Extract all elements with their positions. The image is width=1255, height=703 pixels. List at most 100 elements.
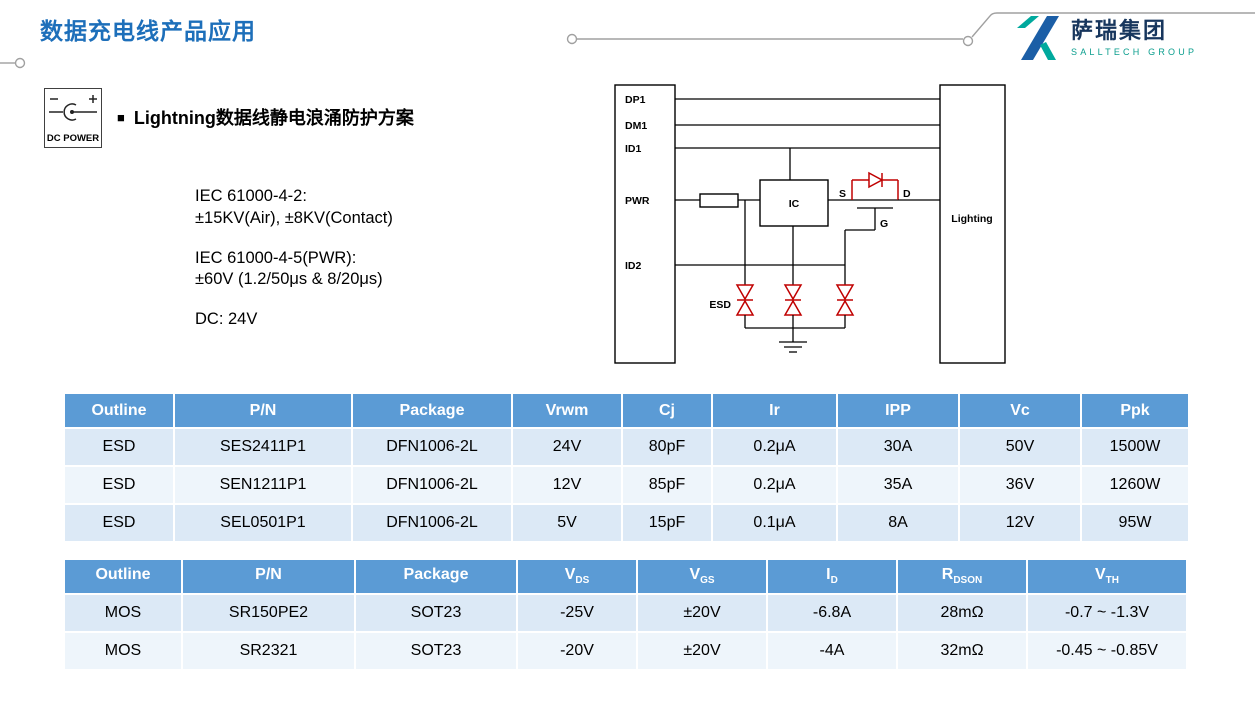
tvs-diode xyxy=(783,284,803,316)
spec-line: IEC 61000-4-5(PWR): xyxy=(195,248,357,267)
table-cell: ±20V xyxy=(638,595,766,631)
table-cell: SR150PE2 xyxy=(183,595,354,631)
table-row: MOS SR2321 SOT23 -20V ±20V -4A 32mΩ -0.4… xyxy=(65,633,1186,669)
table-cell: 35A xyxy=(838,467,958,503)
tvs-diode xyxy=(835,284,855,316)
spec-line: DC: 24V xyxy=(195,310,258,329)
column-header-ipp: IPP xyxy=(838,394,958,427)
column-header-id: ID xyxy=(768,560,896,593)
table-cell: DFN1006-2L xyxy=(353,429,511,465)
table-cell: -20V xyxy=(518,633,636,669)
mos-table: Outline P/N Package VDS VGS ID RDSON VTH… xyxy=(63,558,1188,671)
table-cell: 32mΩ xyxy=(898,633,1026,669)
page-title: 数据充电线产品应用 xyxy=(40,18,256,44)
circuit-diagram: DP1 DM1 ID1 PWR ID2 Lighting IC S xyxy=(614,84,1006,364)
load-label: Lighting xyxy=(951,213,992,225)
column-header-outline: Outline xyxy=(65,560,181,593)
table-row: MOS SR150PE2 SOT23 -25V ±20V -6.8A 28mΩ … xyxy=(65,595,1186,631)
table-cell: SEL0501P1 xyxy=(175,505,351,541)
dc-plug-icon xyxy=(49,95,97,121)
table-header-row: Outline P/N Package VDS VGS ID RDSON VTH xyxy=(65,560,1186,593)
body-diode xyxy=(868,171,884,189)
table-cell: MOS xyxy=(65,595,181,631)
logo-mark-icon xyxy=(1017,16,1059,60)
column-header-pn: P/N xyxy=(183,560,354,593)
header-decoration xyxy=(0,12,1255,69)
table-cell: DFN1006-2L xyxy=(353,505,511,541)
ground-icon xyxy=(779,341,807,353)
table-cell: SR2321 xyxy=(183,633,354,669)
logo-company-name: 萨瑞集团 xyxy=(1071,18,1168,44)
table-cell: SOT23 xyxy=(356,595,516,631)
esd-label: ESD xyxy=(709,299,731,311)
table-cell: 80pF xyxy=(623,429,711,465)
table-cell: -0.7 ~ -1.3V xyxy=(1028,595,1186,631)
tvs-diode xyxy=(735,284,755,316)
column-header-rdson: RDSON xyxy=(898,560,1026,593)
table-cell: 1500W xyxy=(1082,429,1188,465)
column-header-package: Package xyxy=(356,560,516,593)
table-cell: -6.8A xyxy=(768,595,896,631)
mosfet-source-label: S xyxy=(839,188,846,200)
table-cell: 28mΩ xyxy=(898,595,1026,631)
pin-label: DM1 xyxy=(625,120,647,132)
bullet-square-icon: ■ xyxy=(117,110,125,125)
table-cell: ESD xyxy=(65,467,173,503)
table-cell: ±20V xyxy=(638,633,766,669)
column-header-pn: P/N xyxy=(175,394,351,427)
load-block xyxy=(939,84,1006,364)
spec-line: ±15KV(Air), ±8KV(Contact) xyxy=(195,208,393,227)
table-cell: 1260W xyxy=(1082,467,1188,503)
table-header-row: Outline P/N Package Vrwm Cj Ir IPP Vc Pp… xyxy=(65,394,1188,427)
resistor xyxy=(699,193,739,208)
table-cell: 0.1μA xyxy=(713,505,836,541)
table-cell: ESD xyxy=(65,505,173,541)
column-header-cj: Cj xyxy=(623,394,711,427)
column-header-ir: Ir xyxy=(713,394,836,427)
ic-label: IC xyxy=(789,198,800,210)
table-cell: 30A xyxy=(838,429,958,465)
table-cell: 12V xyxy=(960,505,1080,541)
table-row: ESD SEN1211P1 DFN1006-2L 12V 85pF 0.2μA … xyxy=(65,467,1188,503)
logo-text: 萨瑞集团 SALLTECH GROUP xyxy=(1071,18,1197,57)
pin-label: DP1 xyxy=(625,94,646,106)
table-cell: 15pF xyxy=(623,505,711,541)
company-logo: 萨瑞集团 SALLTECH GROUP xyxy=(1012,14,1197,62)
dc-power-label: DC POWER xyxy=(46,133,100,144)
table-row: ESD SES2411P1 DFN1006-2L 24V 80pF 0.2μA … xyxy=(65,429,1188,465)
pin-label: PWR xyxy=(625,195,650,207)
table-cell: SEN1211P1 xyxy=(175,467,351,503)
esd-table: Outline P/N Package Vrwm Cj Ir IPP Vc Pp… xyxy=(63,392,1190,543)
mosfet-gate-label: G xyxy=(880,218,888,230)
connector-block xyxy=(614,84,676,364)
column-header-vgs: VGS xyxy=(638,560,766,593)
table-cell: -4A xyxy=(768,633,896,669)
table-cell: SES2411P1 xyxy=(175,429,351,465)
column-header-ppk: Ppk xyxy=(1082,394,1188,427)
table-cell: -0.45 ~ -0.85V xyxy=(1028,633,1186,669)
table-cell: 95W xyxy=(1082,505,1188,541)
decoration-circle xyxy=(962,35,974,47)
spec-line: ±60V (1.2/50μs & 8/20μs) xyxy=(195,270,383,289)
column-header-vrwm: Vrwm xyxy=(513,394,621,427)
spec-line: IEC 61000-4-2: xyxy=(195,187,307,205)
section-heading: ■ Lightning数据线静电浪涌防护方案 xyxy=(117,104,414,130)
column-header-vc: Vc xyxy=(960,394,1080,427)
dc-power-box: DC POWER xyxy=(44,88,102,148)
table-cell: 85pF xyxy=(623,467,711,503)
table-cell: MOS xyxy=(65,633,181,669)
pin-label: ID2 xyxy=(625,260,642,272)
table-cell: 5V xyxy=(513,505,621,541)
table-cell: 24V xyxy=(513,429,621,465)
ic-block xyxy=(759,179,829,227)
column-header-outline: Outline xyxy=(65,394,173,427)
section-heading-text: Lightning数据线静电浪涌防护方案 xyxy=(133,108,414,128)
table-cell: 0.2μA xyxy=(713,467,836,503)
table-cell: DFN1006-2L xyxy=(353,467,511,503)
table-cell: 8A xyxy=(838,505,958,541)
table-cell: 12V xyxy=(513,467,621,503)
decoration-line xyxy=(971,12,1255,38)
mosfet-drain-label: D xyxy=(903,188,911,200)
pin-label: ID1 xyxy=(625,143,642,155)
